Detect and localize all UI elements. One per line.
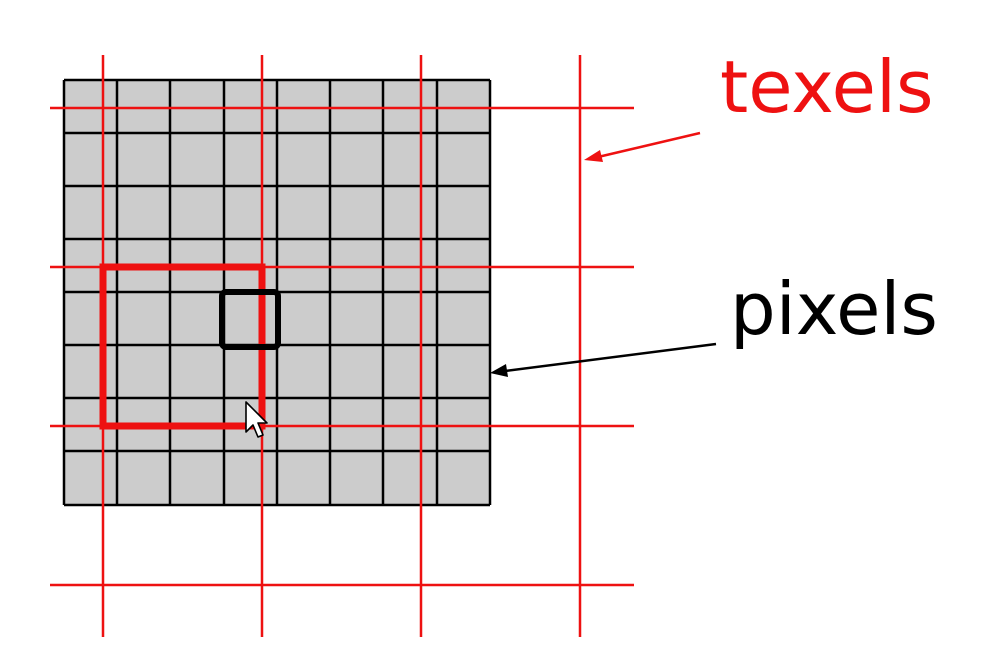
pixels-arrow xyxy=(490,342,717,377)
pixels-arrow-head xyxy=(490,364,508,377)
highlighted-pixel-box xyxy=(219,289,281,350)
mouse-pointer-icon xyxy=(245,401,268,438)
pixels-arrow-shaft xyxy=(504,342,717,373)
texels-arrow-head xyxy=(584,150,603,162)
pixels-label: pixels xyxy=(730,267,938,351)
texels-label: texels xyxy=(720,45,933,129)
texels-arrow xyxy=(584,131,701,162)
texels-arrow-shaft xyxy=(597,131,701,159)
